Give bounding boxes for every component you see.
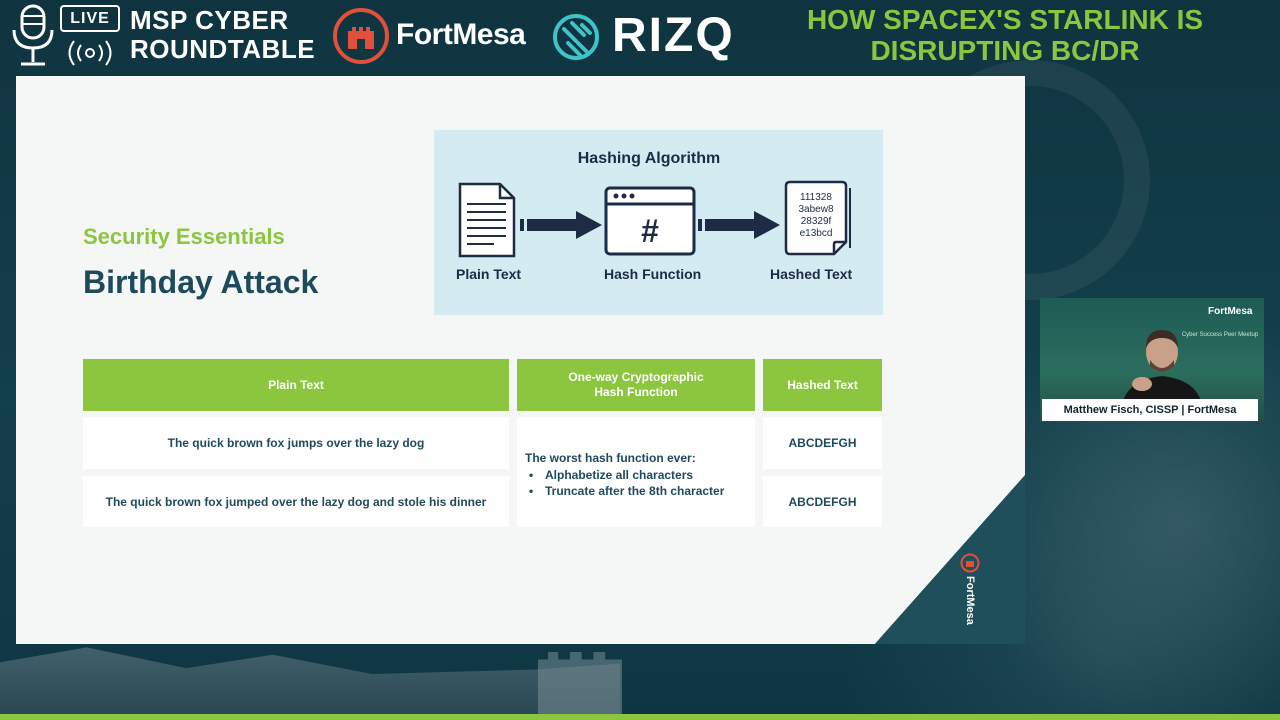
presenter-backdrop-title: Cyber Success Peer Meetup — [1181, 332, 1259, 338]
document-icon — [458, 182, 516, 258]
hashed-text-lines: 111328 3abew8 28329f e13bcd — [788, 192, 844, 240]
corner-brand: FortMesa — [964, 576, 976, 625]
hash-symbol: # — [641, 213, 659, 249]
column-header-plain-text: Plain Text — [83, 359, 509, 411]
microphone-icon — [12, 4, 54, 66]
fortmesa-brand: FortMesa — [396, 18, 526, 51]
bottom-accent-bar — [0, 714, 1280, 720]
slide-heading: Birthday Attack — [83, 264, 319, 300]
section-label: Security Essentials — [83, 224, 285, 249]
hashed-line: 3abew8 — [798, 204, 834, 215]
hashed-line: 28329f — [800, 216, 832, 227]
stream-header: LIVE MSP CYBER ROUNDTABLE FortMesa RIZQ … — [0, 0, 1280, 74]
show-title: MSP CYBER ROUNDTABLE — [130, 6, 330, 64]
hashed-line: e13bcd — [799, 228, 833, 239]
presenter-avatar — [1122, 330, 1202, 406]
presenter-name-label: Matthew Fisch, CISSP | FortMesa — [1042, 399, 1258, 421]
table-cell-plain-1: The quick brown fox jumps over the lazy … — [83, 417, 509, 469]
hash-function-description: The worst hash function ever: Alphabetiz… — [517, 417, 755, 527]
table-cell-plain-2: The quick brown fox jumped over the lazy… — [83, 476, 509, 527]
header-line: Hash Function — [594, 385, 678, 399]
slide-corner-accent — [873, 466, 1025, 644]
hash-function-icon: # — [604, 186, 696, 256]
header-line: One-way Cryptographic — [568, 370, 704, 384]
background-castle-tower — [538, 652, 622, 714]
show-title-line1: MSP CYBER — [130, 5, 289, 35]
presentation-slide: FortMesa Security Essentials Birthday At… — [16, 76, 1025, 644]
fortmesa-corner-icon — [960, 553, 980, 573]
table-cell-hashed-2: ABCDEFGH — [763, 476, 882, 527]
rizq-brand: RIZQ — [612, 9, 735, 62]
live-badge: LIVE — [60, 5, 120, 32]
column-header-hash-function: One-way Cryptographic Hash Function — [517, 359, 755, 411]
function-bullet-list: Alphabetize all characters Truncate afte… — [525, 467, 755, 499]
arrow-right-icon — [520, 211, 602, 239]
show-title-line2: ROUNDTABLE — [130, 34, 316, 64]
diagram-title: Hashing Algorithm — [577, 150, 721, 167]
table-cell-hashed-1: ABCDEFGH — [763, 417, 882, 469]
episode-title-line2: DISRUPTING BC/DR — [870, 35, 1140, 66]
arrow-right-icon — [698, 211, 780, 239]
episode-title-line1: HOW SPACEX'S STARLINK IS — [806, 4, 1204, 35]
column-header-hashed-text: Hashed Text — [763, 359, 882, 411]
function-title: The worst hash function ever: — [525, 451, 696, 465]
presenter-backdrop-logo: FortMesa — [1208, 306, 1253, 317]
hashed-text-caption: Hashed Text — [770, 266, 853, 282]
fortmesa-castle-icon — [333, 8, 389, 64]
broadcast-icon — [68, 40, 112, 66]
rizq-logo-icon — [553, 14, 599, 60]
list-item: Truncate after the 8th character — [529, 483, 755, 499]
plain-text-caption: Plain Text — [456, 266, 522, 282]
hashed-document-icon — [784, 180, 851, 256]
hashing-diagram: Hashing Algorithm # — [434, 130, 883, 315]
episode-title: HOW SPACEX'S STARLINK IS DISRUPTING BC/D… — [780, 4, 1230, 66]
hashed-line: 111328 — [800, 192, 832, 203]
list-item: Alphabetize all characters — [529, 467, 755, 483]
hash-function-caption: Hash Function — [604, 266, 702, 282]
